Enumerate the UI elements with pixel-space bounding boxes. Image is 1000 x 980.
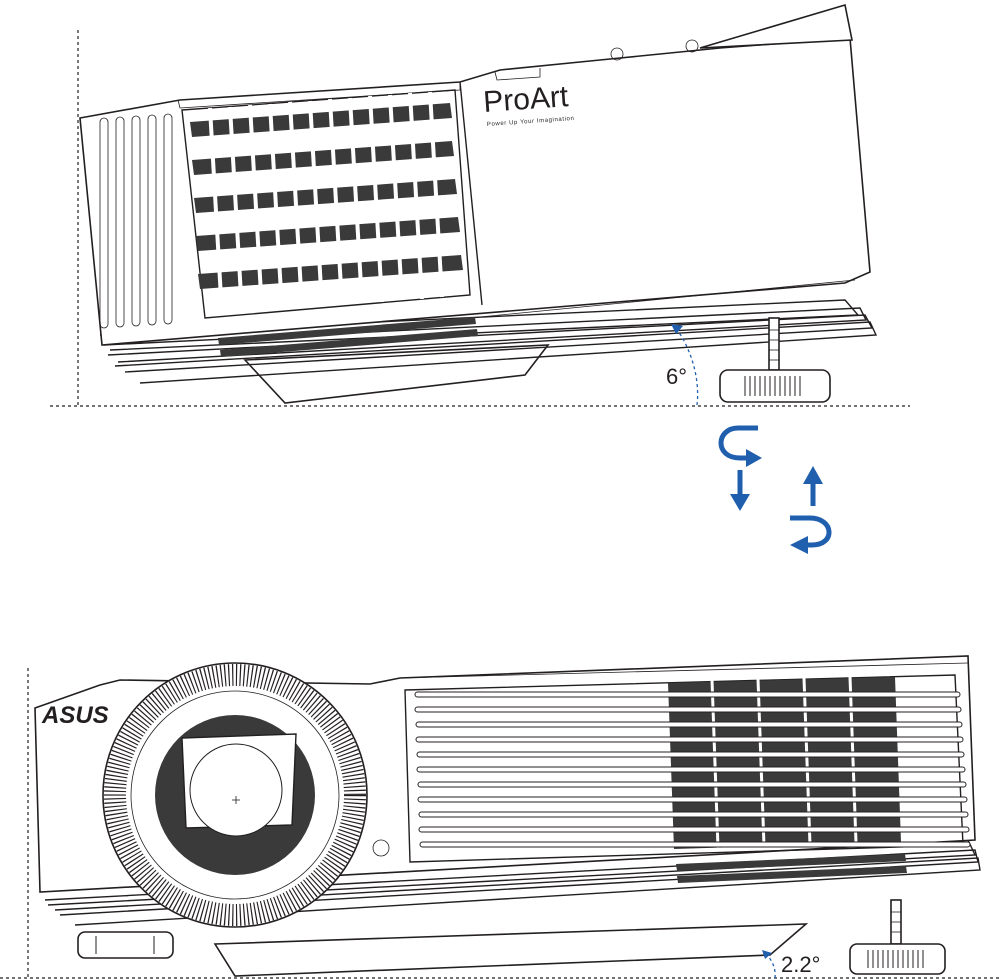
fixed-foot-left <box>77 931 174 959</box>
bottom-vent <box>218 317 478 357</box>
tilt-angle-label-top: 6° <box>666 364 687 389</box>
rotate-down-arrow-icon <box>718 425 762 511</box>
proart-logo: ProArt <box>482 80 570 119</box>
projector-base-bottom <box>213 923 809 977</box>
lower-vent-bottom <box>676 854 907 883</box>
angle-arc-6 <box>675 327 699 406</box>
rotate-up-arrow-icon <box>790 466 832 554</box>
tilt-angle-label-bottom: 2.2° <box>781 952 820 977</box>
side-vent-slats <box>99 113 173 329</box>
bottom-projector-view: ASUS <box>0 655 1000 979</box>
front-side-grille <box>404 674 971 863</box>
projector-body <box>79 37 871 346</box>
top-projector-view: ProArt Power Up Your Imagination 6° <box>50 3 910 407</box>
adjustable-foot-front <box>719 317 831 403</box>
asus-logo: ASUS <box>41 702 109 729</box>
adjustable-foot-rear <box>849 899 946 975</box>
lens-assembly <box>102 662 368 928</box>
ir-sensor <box>372 839 390 857</box>
angle-arc-2-2 <box>765 953 776 979</box>
intake-grille <box>181 89 471 319</box>
projector-base <box>243 344 550 404</box>
